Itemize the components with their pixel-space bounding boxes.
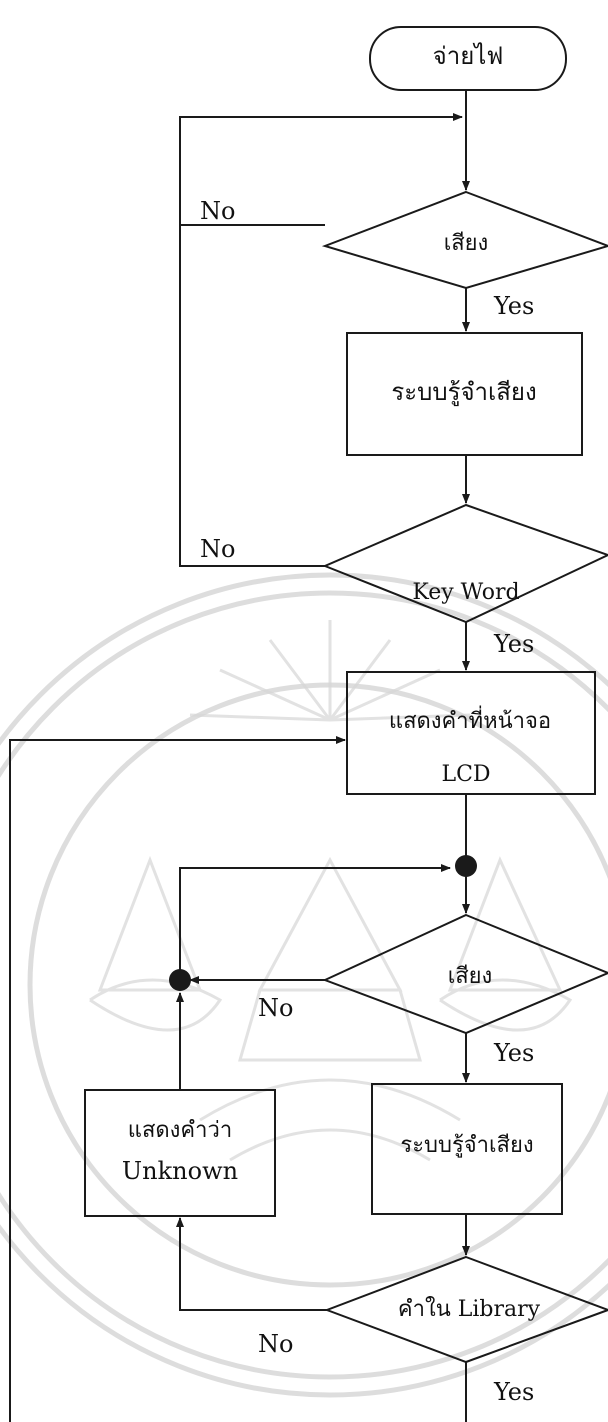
decision-sound-2-no: No: [258, 994, 294, 1022]
process-display-line1: แสดงคำที่หน้าจอ: [388, 709, 552, 734]
decision-sound-1-no: No: [200, 197, 236, 225]
decision-keyword-no: No: [200, 535, 236, 563]
process-unknown-line2: Unknown: [121, 1157, 239, 1185]
junction-dot-2: [169, 969, 191, 991]
process-recognize-1: [346, 332, 583, 456]
junction-dot-1: [455, 855, 477, 877]
decision-sound-2-label: เสียง: [447, 964, 493, 989]
process-display-lcd: [346, 671, 596, 795]
process-display-line2: LCD: [441, 762, 491, 787]
decision-library-yes: Yes: [494, 1378, 535, 1406]
decision-library-label: คำใน Library: [397, 1297, 541, 1322]
decision-sound-2-yes: Yes: [494, 1039, 535, 1067]
decision-sound-1-label: เสียง: [443, 231, 489, 256]
start-label: จ่ายไฟ: [432, 42, 504, 70]
start-terminal: [369, 26, 567, 91]
process-unknown: [84, 1089, 276, 1217]
decision-keyword-yes: Yes: [494, 630, 535, 658]
decision-sound-1-yes: Yes: [494, 292, 535, 320]
decision-keyword-label: Key Word: [412, 580, 520, 605]
process-unknown-line1: แสดงคำว่า: [127, 1118, 233, 1143]
process-recognize-1-label: ระบบรู้จำเสียง: [391, 378, 537, 406]
process-recognize-2-label: ระบบรู้จำเสียง: [400, 1133, 534, 1158]
decision-library-no: No: [258, 1330, 294, 1358]
